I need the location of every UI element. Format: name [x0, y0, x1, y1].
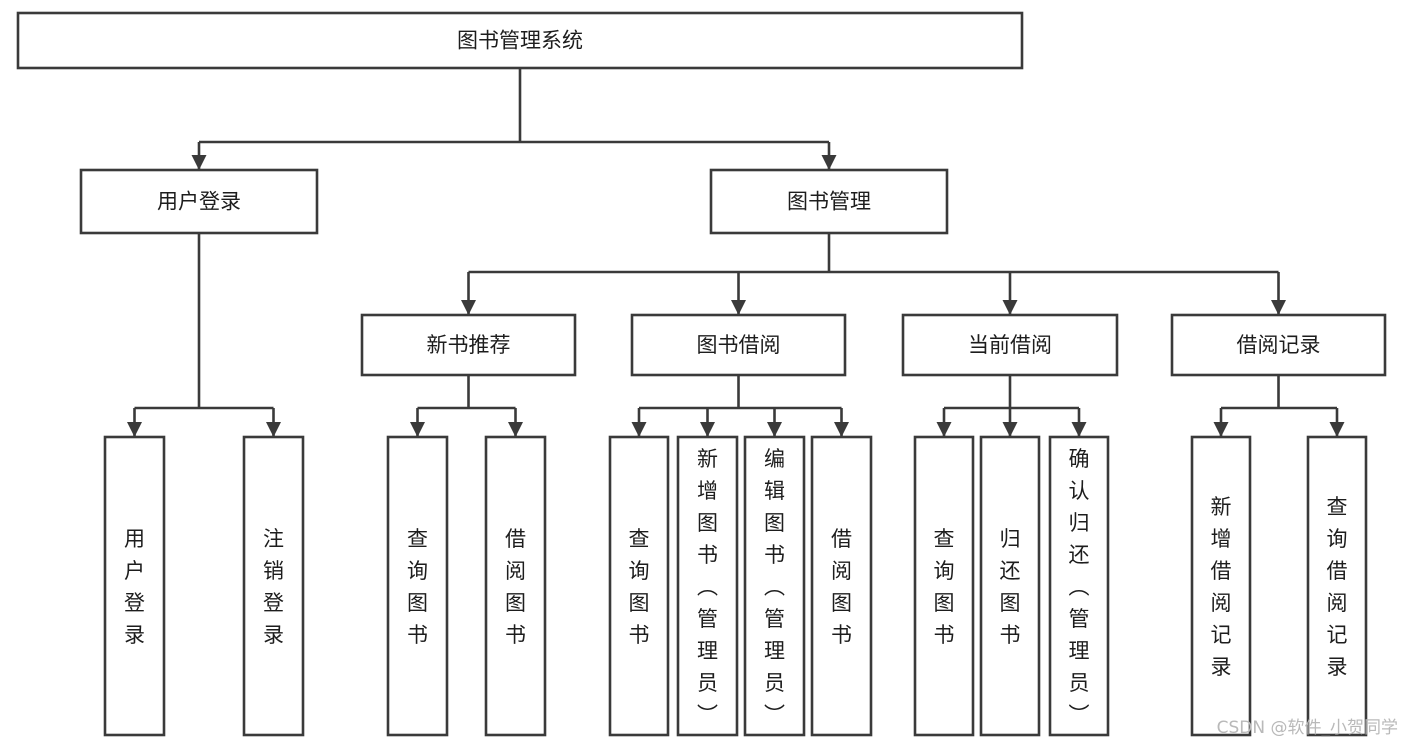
node-level3-3-box[interactable] — [1170, 313, 1387, 377]
node-level3-1[interactable]: 图书借阅 — [630, 313, 847, 377]
node-leaf-10-box[interactable] — [1048, 435, 1110, 737]
node-level3-2-label: 当前借阅 — [968, 333, 1052, 357]
arrow-head-icon — [1002, 300, 1018, 315]
node-leaf-9-box[interactable] — [979, 435, 1041, 737]
arrow-head-icon — [834, 422, 849, 437]
node-level3-2-box[interactable] — [901, 313, 1119, 377]
node-leaf-1[interactable]: 注销登录 — [242, 435, 305, 737]
node-root[interactable]: 图书管理系统 — [16, 11, 1024, 70]
arrow-head-icon — [127, 422, 142, 437]
node-leaf-6-box[interactable] — [743, 435, 806, 737]
node-level2-1-box[interactable] — [709, 168, 949, 235]
node-leaf-11-box[interactable] — [1190, 435, 1252, 737]
arrow-head-icon — [821, 155, 837, 170]
arrow-head-icon — [191, 155, 207, 170]
node-level3-3-label: 借阅记录 — [1237, 333, 1321, 357]
node-leaf-4-label: 查询图书 — [629, 527, 650, 647]
arrow-head-icon — [1213, 422, 1229, 437]
arrow-head-icon — [508, 422, 523, 437]
node-leaf-3[interactable]: 借阅图书 — [484, 435, 547, 737]
node-leaf-12-label: 查询借阅记录 — [1327, 495, 1348, 679]
node-leaf-5-box[interactable] — [676, 435, 739, 737]
node-leaf-0-label: 用户登录 — [124, 527, 145, 647]
arrow-head-icon — [1002, 422, 1018, 437]
node-leaf-1-box[interactable] — [242, 435, 305, 737]
node-leaf-3-box[interactable] — [484, 435, 547, 737]
node-level2-0[interactable]: 用户登录 — [79, 168, 319, 235]
node-leaf-12-box[interactable] — [1306, 435, 1368, 737]
node-level3-0-box[interactable] — [360, 313, 577, 377]
arrow-head-icon — [461, 300, 476, 315]
node-level3-1-box[interactable] — [630, 313, 847, 377]
arrow-head-icon — [731, 300, 746, 315]
node-leaf-2-label: 查询图书 — [407, 527, 428, 647]
node-leaf-2[interactable]: 查询图书 — [386, 435, 449, 737]
node-level3-0-label: 新书推荐 — [427, 333, 511, 357]
node-leaf-12[interactable]: 查询借阅记录 — [1306, 435, 1368, 737]
arrow-head-icon — [700, 422, 715, 437]
node-level3-1-label: 图书借阅 — [697, 333, 781, 357]
node-leaf-0-box[interactable] — [103, 435, 166, 737]
node-leaf-10[interactable]: 确认归还︵管理员︶ — [1048, 435, 1110, 737]
node-leaf-5[interactable]: 新增图书︵管理员︶ — [676, 435, 739, 737]
node-leaf-7-label: 借阅图书 — [831, 527, 852, 647]
node-level3-2[interactable]: 当前借阅 — [901, 313, 1119, 377]
node-level2-1-label: 图书管理 — [787, 190, 871, 214]
node-level2-1[interactable]: 图书管理 — [709, 168, 949, 235]
node-leaf-4-box[interactable] — [608, 435, 670, 737]
node-leaf-2-box[interactable] — [386, 435, 449, 737]
node-root-box[interactable] — [16, 11, 1024, 70]
arrow-head-icon — [1071, 422, 1087, 437]
node-leaf-9[interactable]: 归还图书 — [979, 435, 1041, 737]
node-leaf-11-label: 新增借阅记录 — [1211, 495, 1232, 679]
node-leaf-8-box[interactable] — [913, 435, 975, 737]
node-leaf-11[interactable]: 新增借阅记录 — [1190, 435, 1252, 737]
node-leaf-9-label: 归还图书 — [1000, 527, 1021, 647]
csdn-watermark: CSDN @软件_小贺同学 — [1217, 718, 1398, 738]
arrow-head-icon — [1329, 422, 1345, 437]
arrow-head-icon — [631, 422, 647, 437]
node-level3-3[interactable]: 借阅记录 — [1170, 313, 1387, 377]
node-leaf-7[interactable]: 借阅图书 — [810, 435, 873, 737]
connectors-layer — [127, 68, 1345, 437]
node-leaf-6[interactable]: 编辑图书︵管理员︶ — [743, 435, 806, 737]
node-leaf-7-box[interactable] — [810, 435, 873, 737]
node-leaf-3-label: 借阅图书 — [505, 527, 526, 647]
node-leaf-8-label: 查询图书 — [934, 527, 955, 647]
arrow-head-icon — [1271, 300, 1286, 315]
arrow-head-icon — [936, 422, 952, 437]
node-leaf-8[interactable]: 查询图书 — [913, 435, 975, 737]
node-leaf-6-label: 编辑图书︵管理员︶ — [764, 447, 785, 727]
arrow-head-icon — [767, 422, 782, 437]
arrow-head-icon — [410, 422, 425, 437]
node-leaf-0[interactable]: 用户登录 — [103, 435, 166, 737]
node-leaf-4[interactable]: 查询图书 — [608, 435, 670, 737]
node-level2-0-box[interactable] — [79, 168, 319, 235]
node-leaf-1-label: 注销登录 — [263, 527, 284, 647]
arrow-head-icon — [266, 422, 281, 437]
node-leaf-10-label: 确认归还︵管理员︶ — [1069, 447, 1090, 727]
node-level2-0-label: 用户登录 — [157, 190, 241, 214]
node-level3-0[interactable]: 新书推荐 — [360, 313, 577, 377]
nodes-layer: 图书管理系统用户登录图书管理新书推荐图书借阅当前借阅借阅记录用户登录注销登录查询… — [16, 11, 1387, 737]
node-root-label: 图书管理系统 — [457, 29, 583, 53]
node-leaf-5-label: 新增图书︵管理员︶ — [697, 447, 718, 727]
